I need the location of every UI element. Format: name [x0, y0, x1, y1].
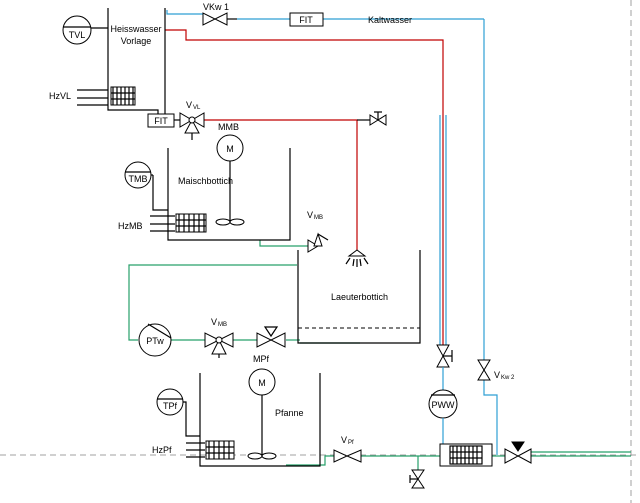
fit-hot-label: FIT: [154, 116, 168, 126]
vmb-spray-sub: MB: [314, 215, 323, 221]
vkw2-sub: Kw 2: [501, 375, 515, 381]
vmb-pump-label: V: [211, 317, 217, 327]
tpf-label: TPf: [163, 401, 178, 411]
hzmb-heater: HzMB: [118, 213, 207, 233]
lauter-tun-label: Laeuterbottich: [331, 292, 388, 302]
heat-exchanger: [439, 443, 493, 467]
hot-water-tank-label-line1: Heisswasser: [110, 24, 161, 34]
hot-water-valve: [436, 344, 453, 390]
kettle: Pfanne TPf: [156, 373, 321, 467]
hot-water-tank: Heisswasser Vorlage TVL: [62, 8, 166, 116]
vpf-valve: V Pf: [333, 435, 362, 463]
motor-mmb-tag: MMB: [218, 122, 239, 132]
vmb-pump-valve: V MB: [204, 317, 234, 358]
vvl-label: V: [186, 100, 192, 110]
mash-tun-label: Maischbottich: [178, 176, 233, 186]
motor-mpf: MPf M: [247, 354, 277, 460]
vpf-label: V: [341, 435, 347, 445]
vpf-sub: Pf: [348, 440, 354, 446]
fit-hot-meter: FIT: [147, 113, 175, 128]
hot-water-lines: [165, 29, 444, 345]
cold-water-lines: [166, 10, 498, 455]
lauter-tun: Laeuterbottich: [297, 250, 421, 344]
hzmb-label: HzMB: [118, 221, 143, 231]
hzpf-heater: HzPf: [152, 440, 235, 460]
vmb-spray-valve: V MB: [307, 210, 329, 253]
vvl-three-way-valve: V VL: [174, 100, 205, 140]
kettle-label: Pfanne: [275, 408, 304, 418]
pww-pump: PWW: [428, 389, 458, 445]
motor-mmb: MMB M: [215, 122, 245, 226]
cold-water-label: Kaltwasser: [368, 15, 412, 25]
hzvl-heater: HzVL: [49, 86, 136, 106]
wort-lines: [128, 240, 631, 470]
outlet-check-valve: [504, 441, 532, 464]
ptw-pump: PTw: [138, 323, 172, 357]
vkw1-label: VKw 1: [203, 2, 229, 12]
ptw-label: PTw: [146, 336, 164, 346]
motor-mmb-letter: M: [226, 144, 234, 154]
hzvl-label: HzVL: [49, 91, 71, 101]
tvl-sensor: [62, 15, 92, 45]
sparge-sprayer: [345, 249, 369, 267]
hot-branch-end-valve: [357, 111, 387, 126]
tvl-label: TVL: [69, 30, 86, 40]
fit-cold-meter: FIT: [289, 12, 324, 27]
fit-cold-label: FIT: [299, 15, 313, 25]
vmb-pump-sub: MB: [218, 322, 227, 328]
mash-tun: Maischbottich TMB: [124, 148, 291, 241]
vkw2-valve: V Kw 2: [477, 359, 515, 381]
motor-mpf-letter: M: [258, 378, 266, 388]
hot-water-tank-label-line2: Vorlage: [121, 36, 152, 46]
tmb-label: TMB: [129, 174, 148, 184]
vkw2-label: V: [494, 370, 500, 380]
vmb-spray-label: V: [307, 210, 313, 220]
lauter-outlet-valve: [256, 326, 286, 348]
vvl-sub: VL: [193, 105, 201, 111]
motor-mpf-tag: MPf: [253, 354, 270, 364]
drain-valve: [409, 469, 425, 489]
hzpf-label: HzPf: [152, 445, 172, 455]
vkw1-valve: VKw 1: [202, 2, 237, 26]
pww-label: PWW: [432, 400, 455, 410]
